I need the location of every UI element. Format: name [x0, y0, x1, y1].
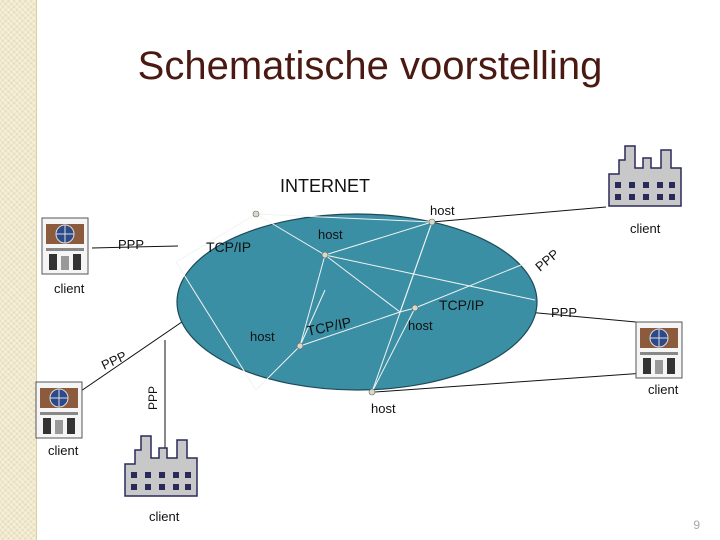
link-ppp-left [91, 245, 179, 249]
link-ppp-lowerleft [77, 312, 196, 394]
ppp-label-right: PPP [551, 305, 577, 320]
page-number: 9 [693, 518, 700, 532]
client-house-left-icon [41, 217, 89, 275]
internet-label: INTERNET [280, 176, 370, 196]
ppp-label-vertical: PPP [146, 386, 160, 410]
client-house-right-icon [635, 321, 683, 379]
host-label-upper: host [318, 227, 343, 242]
ppp-label-topright: PPP [532, 246, 562, 274]
client-label-lowerleft: client [48, 443, 79, 458]
client-label-topright: client [630, 221, 661, 236]
host-label-top: host [430, 203, 455, 218]
client-factory-bottom-icon [124, 435, 198, 497]
client-label-bottom: client [149, 509, 180, 524]
host-label-bottom: host [371, 401, 396, 416]
host-label-right: host [408, 318, 433, 333]
internet-cloud [176, 213, 538, 391]
host-nodes [252, 210, 436, 396]
link-client-topright [431, 206, 607, 223]
client-factory-topright-icon [608, 145, 682, 207]
tcpip-label-upper: TCP/IP [206, 239, 251, 255]
client-label-right: client [648, 382, 679, 397]
client-house-lowerleft-icon [35, 381, 83, 439]
tcpip-label-right: TCP/IP [439, 297, 484, 313]
host-label-left: host [250, 329, 275, 344]
page-title: Schematische voorstelling [137, 44, 603, 88]
sidebar-pattern [0, 0, 36, 540]
client-label-left: client [54, 281, 85, 296]
sidebar-divider [36, 0, 37, 540]
ppp-label-left: PPP [118, 237, 144, 252]
link-client-right [374, 371, 661, 393]
internal-links [175, 213, 536, 393]
